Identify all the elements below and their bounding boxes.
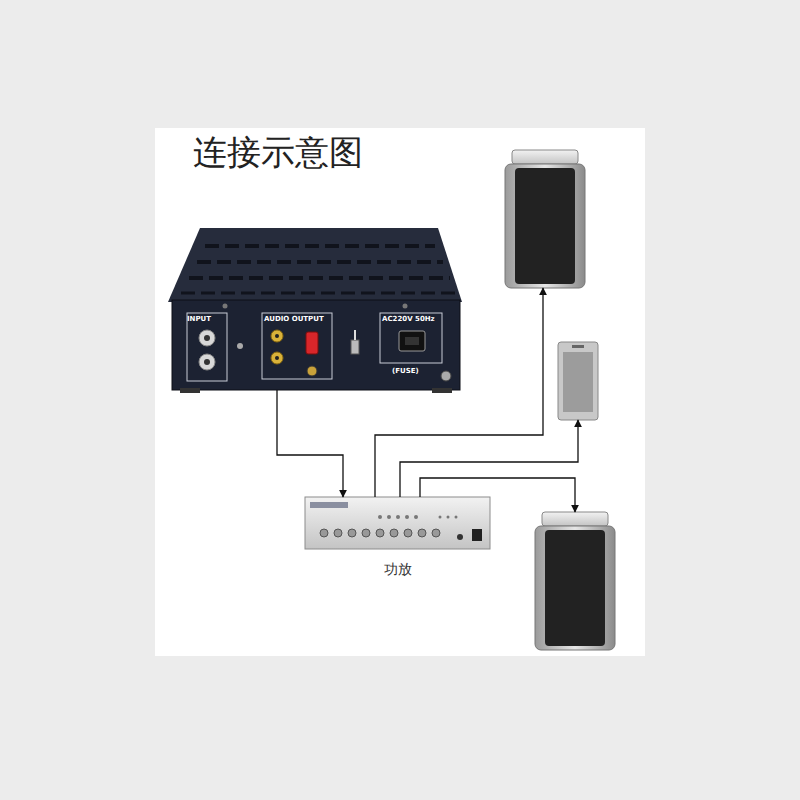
signal-wire xyxy=(400,420,578,497)
column-speaker xyxy=(505,150,585,288)
signal-wire xyxy=(277,390,343,497)
panel-label: INPUT xyxy=(187,315,211,323)
amplifier-label: 功放 xyxy=(305,561,490,577)
device-illustration xyxy=(168,228,462,393)
wall-speaker-illustration xyxy=(558,342,598,420)
panel-label: AUDIO OUTPUT xyxy=(264,315,324,323)
amplifier: 功放 xyxy=(305,497,490,549)
column-speaker xyxy=(535,512,615,650)
column-speaker-illustration xyxy=(505,150,585,288)
diagram-title: 连接示意图 xyxy=(193,133,363,174)
inner-ground xyxy=(155,128,645,656)
wall-speaker xyxy=(558,342,598,420)
panel-label: AC220V 50Hz xyxy=(382,315,435,323)
signal-wire xyxy=(420,478,575,512)
device-back-panel: INPUT AUDIO OUTPUT AC220V 50Hz (FUSE) xyxy=(172,300,460,390)
amplifier-illustration xyxy=(305,497,490,549)
column-speaker-illustration xyxy=(535,512,615,650)
panel-label: (FUSE) xyxy=(392,367,419,375)
